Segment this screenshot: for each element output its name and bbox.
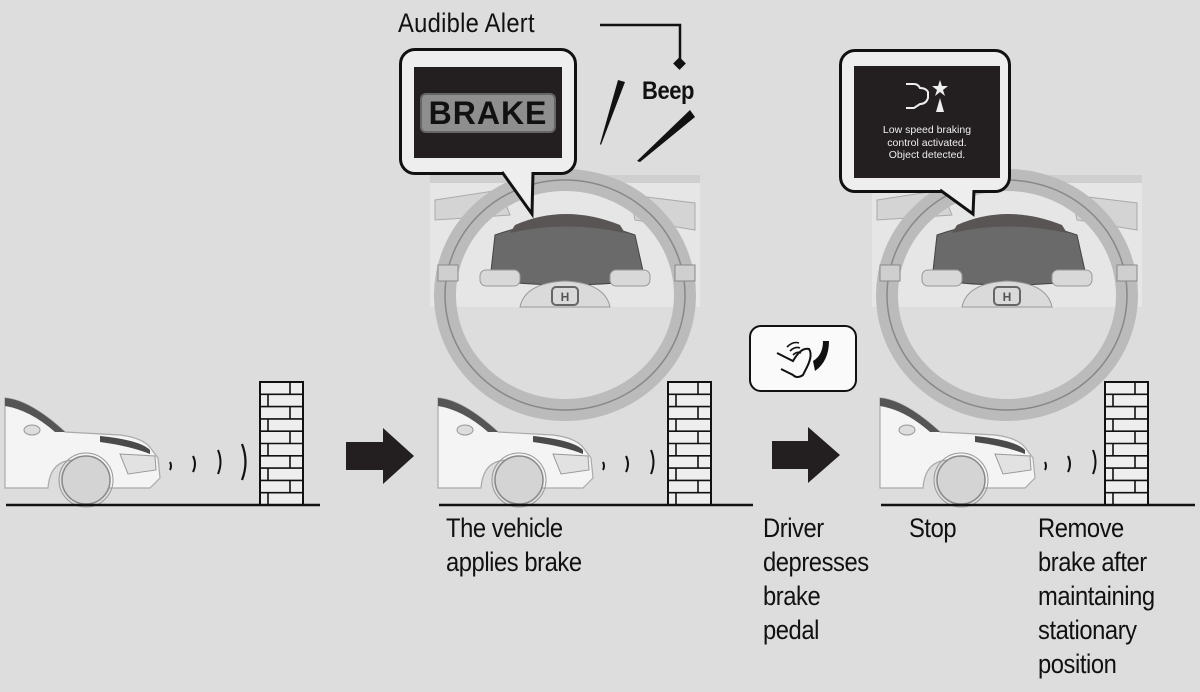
caption-line: brake xyxy=(763,581,821,611)
caption-line: maintaining xyxy=(1038,581,1155,611)
svg-text:H: H xyxy=(561,290,570,304)
caption-line: depresses xyxy=(763,547,869,577)
car-approaching-wall-illustration xyxy=(437,381,753,508)
step-caption-driver-depresses-pedal: Driver depresses brake pedal xyxy=(763,511,869,647)
message-text: Low speed braking control activated. Obj… xyxy=(854,124,1000,162)
low-speed-braking-callout: Low speed braking control activated. Obj… xyxy=(839,49,1011,193)
beep-label: Beep xyxy=(642,77,695,105)
scene-stopped xyxy=(875,370,1200,510)
dashboard-illustration-2: H xyxy=(872,169,1142,421)
next-step-arrow-icon xyxy=(772,427,840,483)
foot-pressing-pedal-icon xyxy=(776,341,829,378)
scene-approach xyxy=(0,370,330,510)
wheel xyxy=(61,455,111,505)
brake-pedal-action-icon xyxy=(749,325,857,392)
step-caption-remove-brake: Remove brake after maintaining stationar… xyxy=(1038,511,1155,681)
caption-line: brake after xyxy=(1038,547,1147,577)
scene-vehicle-brakes xyxy=(433,370,763,510)
message-line: Object detected. xyxy=(888,149,966,161)
message-display-screen: Low speed braking control activated. Obj… xyxy=(854,66,1000,178)
step-caption-vehicle-applies-brake: The vehicle applies brake xyxy=(446,511,582,579)
car-approaching-wall-illustration xyxy=(879,381,1195,508)
svg-text:H: H xyxy=(1003,290,1012,304)
caption-line: applies brake xyxy=(446,547,582,577)
wheel xyxy=(936,455,986,505)
brake-alert-callout: BRAKE xyxy=(399,48,577,175)
audible-alert-label: Audible Alert xyxy=(398,8,535,38)
caption-line: The vehicle xyxy=(446,513,563,543)
brake-warning-badge: BRAKE xyxy=(420,93,556,133)
brake-display-screen: BRAKE xyxy=(414,67,562,158)
caption-line: pedal xyxy=(763,615,819,645)
wheel xyxy=(494,455,544,505)
message-line: Low speed braking xyxy=(882,124,972,136)
caption-line: Driver xyxy=(763,513,824,543)
caption-line: position xyxy=(1038,649,1117,679)
low-speed-braking-warning-icon xyxy=(906,80,948,112)
step-caption-stop: Stop xyxy=(909,511,957,545)
dashboard-illustration: H xyxy=(430,169,700,421)
message-line: control activated. xyxy=(887,136,967,149)
car-approaching-wall-illustration xyxy=(4,381,320,508)
caption-line: stationary xyxy=(1038,615,1137,645)
caption-line: Stop xyxy=(909,513,957,543)
next-step-arrow-icon xyxy=(346,428,414,484)
caption-line: Remove xyxy=(1038,513,1124,543)
